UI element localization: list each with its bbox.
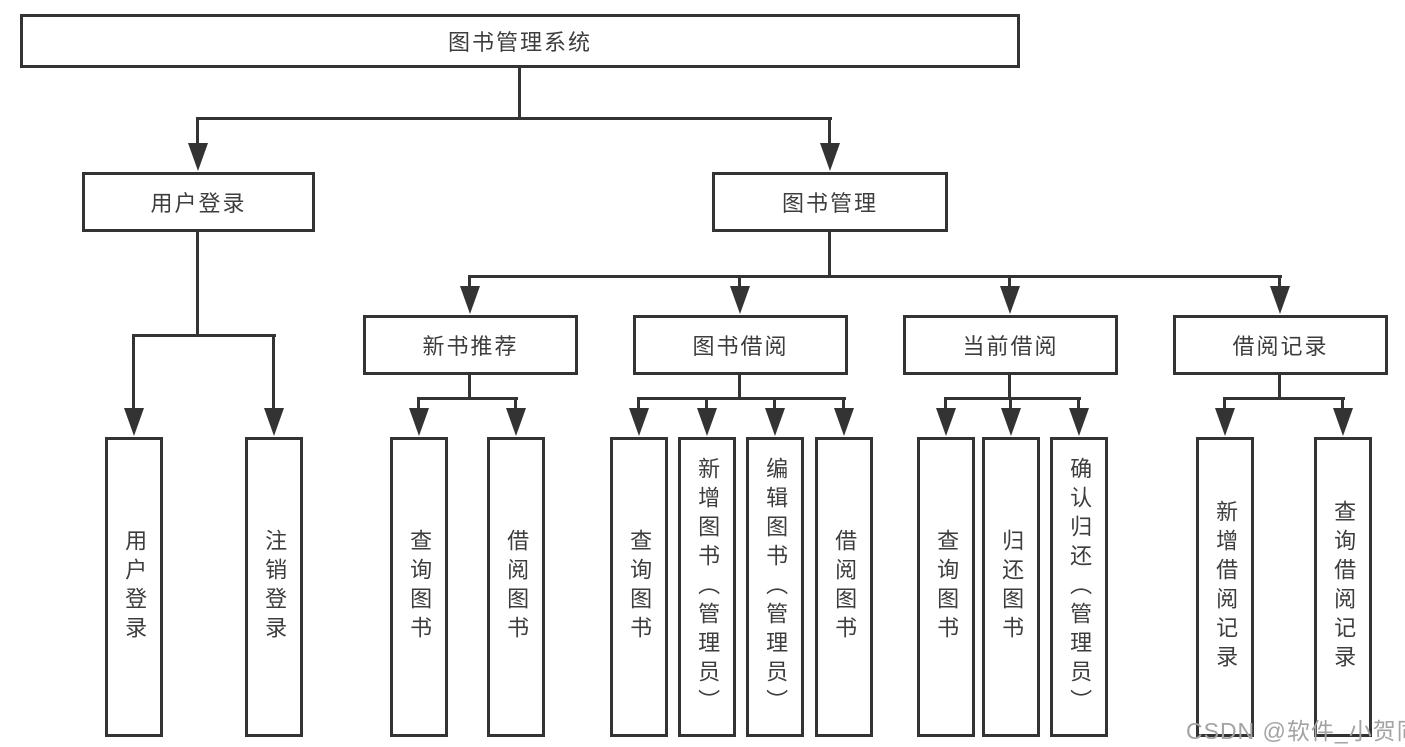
- leaf-records-add-record: 新增借阅记录: [1196, 437, 1254, 737]
- leaf-label: 用户登录: [122, 529, 148, 645]
- node-label: 用户登录: [150, 191, 247, 216]
- connector-line: [1223, 397, 1345, 400]
- leaf-newbook-borrow-books: 借阅图书: [487, 437, 545, 737]
- leaf-borrowing-query-books: 查询图书: [610, 437, 668, 737]
- leaf-label: 查询图书: [934, 529, 960, 645]
- leaf-records-query-record: 查询借阅记录: [1314, 437, 1372, 737]
- leaf-borrowing-borrow-books: 借阅图书: [815, 437, 873, 737]
- connector-line: [944, 397, 1081, 400]
- node-book-management: 图书管理: [712, 172, 948, 232]
- node-label: 图书管理系统: [447, 30, 592, 55]
- connector-line: [518, 68, 521, 118]
- arrowhead-icon: [506, 408, 526, 436]
- node-label: 图书管理: [781, 191, 878, 216]
- connector-line: [1341, 397, 1344, 410]
- arrowhead-icon: [820, 143, 840, 171]
- arrowhead-icon: [124, 408, 144, 436]
- arrowhead-icon: [1001, 408, 1021, 436]
- leaf-label: 新增图书（管理员）: [695, 456, 721, 718]
- leaf-current-return-books: 归还图书: [982, 437, 1040, 737]
- leaf-label: 注销登录: [262, 529, 288, 645]
- watermark: CSDN @软件_小贺同学: [1186, 718, 1405, 744]
- connector-line: [1008, 275, 1011, 290]
- node-label: 新书推荐: [422, 334, 519, 359]
- node-new-book-recommend: 新书推荐: [363, 315, 578, 375]
- leaf-label: 编辑图书（管理员）: [763, 456, 789, 718]
- connector-line: [1278, 275, 1281, 290]
- connector-line: [196, 232, 199, 335]
- connector-line: [637, 397, 846, 400]
- connector-line: [468, 375, 471, 398]
- connector-line: [196, 117, 832, 120]
- leaf-current-confirm-return-admin: 确认归还（管理员）: [1050, 437, 1108, 737]
- node-borrow-records: 借阅记录: [1173, 315, 1388, 375]
- leaf-label: 借阅图书: [832, 529, 858, 645]
- connector-line: [828, 232, 831, 276]
- arrowhead-icon: [1270, 286, 1290, 314]
- connector-line: [637, 397, 640, 410]
- connector-line: [132, 334, 135, 410]
- connector-line: [738, 375, 741, 398]
- connector-line: [1278, 375, 1281, 398]
- arrowhead-icon: [936, 408, 956, 436]
- arrowhead-icon: [1333, 408, 1353, 436]
- connector-line: [773, 397, 776, 410]
- connector-line: [705, 397, 708, 410]
- connector-line: [828, 117, 831, 147]
- leaf-label: 确认归还（管理员）: [1067, 456, 1093, 718]
- connector-line: [468, 275, 471, 290]
- connector-line: [196, 117, 199, 147]
- leaf-current-query-books: 查询图书: [917, 437, 975, 737]
- leaf-logout: 注销登录: [245, 437, 303, 737]
- connector-line: [1009, 397, 1012, 410]
- connector-line: [417, 397, 420, 410]
- arrowhead-icon: [697, 408, 717, 436]
- connector-line: [417, 397, 518, 400]
- leaf-label: 查询图书: [407, 529, 433, 645]
- arrowhead-icon: [1215, 408, 1235, 436]
- node-label: 借阅记录: [1232, 334, 1329, 359]
- connector-line: [514, 397, 517, 410]
- connector-line: [132, 334, 276, 337]
- node-label: 图书借阅: [692, 334, 789, 359]
- connector-line: [468, 275, 1282, 278]
- node-label: 当前借阅: [962, 334, 1059, 359]
- arrowhead-icon: [1000, 286, 1020, 314]
- leaf-borrowing-edit-books-admin: 编辑图书（管理员）: [746, 437, 804, 737]
- connector-line: [272, 334, 275, 410]
- arrowhead-icon: [629, 408, 649, 436]
- connector-line: [1077, 397, 1080, 410]
- node-book-borrowing: 图书借阅: [633, 315, 848, 375]
- node-current-borrowing: 当前借阅: [903, 315, 1118, 375]
- leaf-newbook-query-books: 查询图书: [390, 437, 448, 737]
- leaf-user-login: 用户登录: [105, 437, 163, 737]
- leaf-borrowing-add-books-admin: 新增图书（管理员）: [678, 437, 736, 737]
- arrowhead-icon: [460, 286, 480, 314]
- connector-line: [1008, 375, 1011, 398]
- leaf-label: 查询借阅记录: [1331, 500, 1357, 674]
- arrowhead-icon: [834, 408, 854, 436]
- arrowhead-icon: [1069, 408, 1089, 436]
- arrowhead-icon: [765, 408, 785, 436]
- connector-line: [944, 397, 947, 410]
- connector-line: [738, 275, 741, 290]
- leaf-label: 借阅图书: [504, 529, 530, 645]
- arrowhead-icon: [188, 143, 208, 171]
- arrowhead-icon: [730, 286, 750, 314]
- arrowhead-icon: [409, 408, 429, 436]
- node-user-login: 用户登录: [82, 172, 315, 232]
- connector-line: [1223, 397, 1226, 410]
- connector-line: [842, 397, 845, 410]
- leaf-label: 新增借阅记录: [1213, 500, 1239, 674]
- leaf-label: 归还图书: [999, 529, 1025, 645]
- leaf-label: 查询图书: [627, 529, 653, 645]
- node-library-system: 图书管理系统: [20, 14, 1020, 68]
- arrowhead-icon: [264, 408, 284, 436]
